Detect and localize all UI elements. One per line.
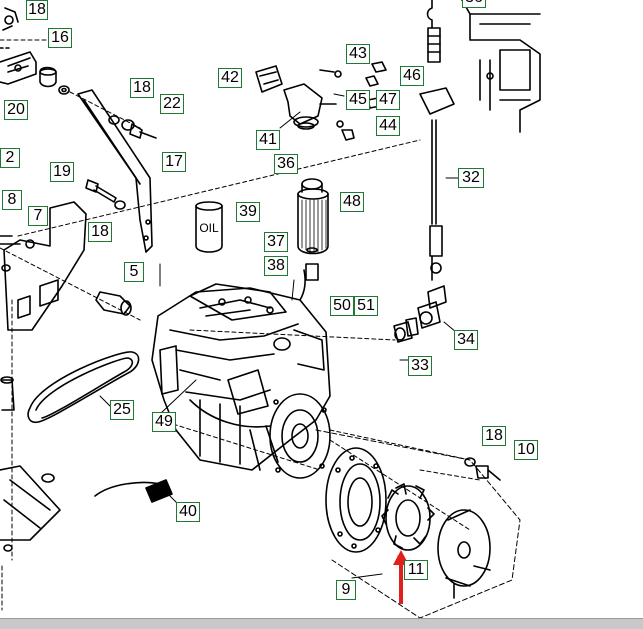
bracket-42 (255, 65, 283, 93)
callout-47: 47 (376, 90, 400, 110)
cable-32 (419, 0, 455, 281)
top-left-bolt (0, 7, 19, 49)
callout-20: 20 (4, 100, 28, 120)
callout-18-top-left: 18 (26, 0, 48, 20)
callout-19: 19 (50, 162, 74, 182)
support-arm-17 (77, 89, 153, 253)
callout-22: 22 (160, 94, 184, 114)
callout-34: 34 (454, 330, 478, 350)
callout-32: 32 (458, 168, 484, 188)
rubber-mount-5 (95, 291, 132, 316)
coupling-outline (315, 429, 521, 619)
callout-42: 42 (218, 68, 242, 88)
nut-46 (365, 61, 387, 87)
callout-25: 25 (110, 400, 134, 420)
callout-37: 37 (264, 232, 288, 252)
callout-36-top-right: 36 (462, 0, 486, 8)
callout-17: 17 (162, 152, 186, 172)
callout-41: 41 (256, 130, 280, 150)
callout-18-upper: 18 (130, 78, 154, 98)
callout-43: 43 (346, 44, 370, 64)
callout-16: 16 (48, 28, 72, 48)
callout-2: 2 (0, 148, 20, 168)
callout-49: 49 (152, 412, 176, 432)
flywheel-plate-9 (325, 447, 387, 553)
hub-disk-10 (437, 509, 491, 599)
callout-33: 33 (408, 356, 432, 376)
bolt-19 (85, 179, 126, 210)
callout-18-right: 18 (482, 426, 506, 446)
callout-48: 48 (340, 192, 364, 212)
callout-11: 11 (404, 560, 428, 580)
rubber-mount-20 (39, 66, 70, 95)
callout-18-mid: 18 (88, 222, 112, 242)
bolt-10 (464, 457, 501, 481)
callout-50: 50 (330, 296, 354, 316)
engine-block (151, 269, 331, 479)
window-bottom-edge (0, 618, 643, 629)
callout-leaders (99, 93, 459, 579)
left-isolator (0, 376, 15, 411)
bolt-45 (336, 120, 355, 141)
callout-40: 40 (176, 502, 200, 522)
mount-bracket-16 (0, 51, 37, 85)
callout-39: 39 (236, 202, 260, 222)
coupling-11 (381, 483, 435, 551)
drive-belt-25 (27, 351, 140, 424)
callout-46: 46 (400, 66, 424, 86)
bolt-22 (108, 115, 157, 139)
callout-5: 5 (124, 262, 144, 282)
callout-44: 44 (376, 116, 400, 136)
engine-bracket-7 (0, 201, 87, 331)
frame-lower-left (0, 465, 61, 552)
oil-filter-label: OIL (199, 221, 219, 235)
frame-upper-right (461, 0, 541, 133)
fuel-filter-48 (297, 178, 329, 281)
fitting-33 (393, 317, 419, 343)
callout-36: 36 (274, 154, 298, 174)
fitting-34 (417, 285, 447, 329)
callout-38: 38 (264, 256, 288, 276)
callout-51: 51 (354, 296, 378, 316)
oil-filter-39 (195, 201, 223, 253)
callout-7: 7 (28, 206, 48, 226)
callout-9: 9 (336, 580, 356, 600)
bolt-43 (319, 69, 342, 78)
hose-40 (94, 479, 173, 503)
filter-head-41 (283, 83, 337, 130)
callout-10: 10 (514, 440, 538, 460)
callout-45: 45 (346, 90, 370, 110)
callout-8: 8 (2, 190, 22, 210)
